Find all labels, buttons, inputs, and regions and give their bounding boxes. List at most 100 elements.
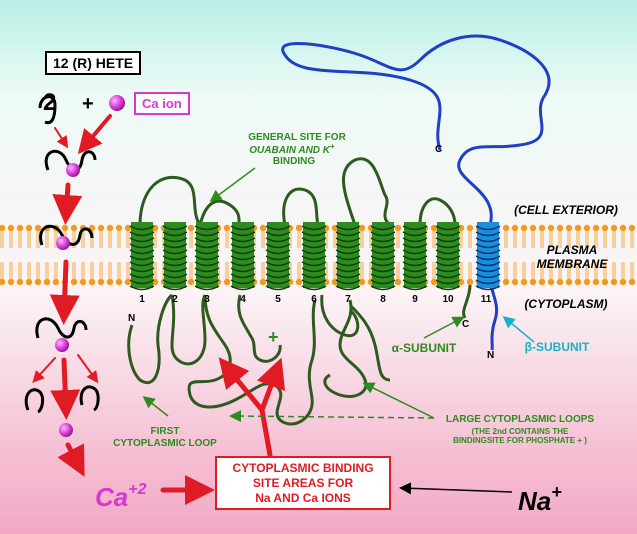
- helix-turn: [435, 237, 461, 243]
- phosphate-plus: +: [268, 327, 279, 347]
- helix-turn: [475, 231, 501, 237]
- helix-turn: [129, 267, 155, 273]
- helix-turn: [301, 261, 327, 267]
- helix-turn: [230, 243, 256, 249]
- helix-number-11: 11: [481, 294, 492, 305]
- ca-text: Ca: [95, 482, 128, 512]
- alpha-helix-5: [265, 222, 291, 291]
- lipid-head: [538, 224, 546, 232]
- alpha-helices: [129, 222, 461, 291]
- lipid-tail: [108, 231, 112, 248]
- helix-turn: [129, 237, 155, 243]
- lipid-tail: [531, 231, 535, 248]
- lipid-tail: [612, 262, 616, 279]
- helix-turn: [435, 255, 461, 261]
- helix-turn: [402, 285, 428, 291]
- lipid-tail: [36, 231, 40, 248]
- helix-turn: [194, 231, 220, 237]
- helix-number-2: 2: [172, 294, 178, 305]
- lipid-tail: [504, 231, 508, 248]
- helix-turn: [162, 279, 188, 285]
- helix-turn: [402, 237, 428, 243]
- helix-turn: [475, 273, 501, 279]
- helix-body: [477, 222, 499, 288]
- lipid-head: [34, 224, 42, 232]
- lipid-head: [529, 224, 537, 232]
- helix-number-5: 5: [275, 294, 281, 305]
- na-text: Na: [518, 486, 551, 516]
- helix-turn: [230, 273, 256, 279]
- lipid-tail: [261, 262, 265, 279]
- alpha-helix-1: [129, 222, 155, 291]
- helix-turn: [129, 243, 155, 249]
- helix-turn: [335, 225, 361, 231]
- lipid-head: [502, 278, 510, 286]
- lipid-head: [556, 224, 564, 232]
- general-site-line2-text: OUABAIN AND K: [249, 145, 331, 156]
- lipid-head: [88, 278, 96, 286]
- lipid-head: [7, 278, 15, 286]
- helix-turn: [162, 267, 188, 273]
- ca-charge: +2: [128, 481, 146, 498]
- helix-turn: [475, 237, 501, 243]
- lipid-head: [538, 278, 546, 286]
- lipid-tail: [576, 262, 580, 279]
- helix-turn: [435, 249, 461, 255]
- helix-turn: [194, 261, 220, 267]
- helix-turn: [301, 231, 327, 237]
- lipid-head: [16, 278, 24, 286]
- lipid-tail: [630, 231, 634, 248]
- lipid-head: [619, 224, 627, 232]
- lipid-head: [79, 278, 87, 286]
- helix-turn: [194, 255, 220, 261]
- helix-turn: [265, 267, 291, 273]
- helix-turn: [162, 285, 188, 291]
- lipid-tail: [432, 231, 436, 248]
- helix-turn: [402, 225, 428, 231]
- lipid-head: [628, 224, 636, 232]
- first-loop-line2: CYTOPLASMIC LOOP: [113, 438, 217, 449]
- lipid-tail: [549, 262, 553, 279]
- helix-turn: [475, 279, 501, 285]
- label-pointers: [142, 167, 465, 423]
- helix-body: [372, 222, 394, 288]
- lipid-head: [295, 224, 303, 232]
- beta-subunit-label: β-SUBUNIT: [525, 340, 590, 354]
- helix-turn: [162, 231, 188, 237]
- helix-turn: [435, 285, 461, 291]
- helix-body: [267, 222, 289, 288]
- helix-turn: [402, 243, 428, 249]
- beta-pointer: [502, 316, 535, 343]
- lipid-tail: [396, 231, 400, 248]
- lipid-head: [511, 224, 519, 232]
- helix-body: [437, 222, 459, 288]
- lipid-head: [16, 224, 24, 232]
- helix-turn: [475, 225, 501, 231]
- helix-turn: [335, 285, 361, 291]
- lipid-tail: [522, 231, 526, 248]
- lipid-head: [430, 278, 438, 286]
- helix-turn: [402, 231, 428, 237]
- lipid-tail: [585, 231, 589, 248]
- lipid-head: [520, 224, 528, 232]
- lipid-head: [34, 278, 42, 286]
- helix-turn: [301, 225, 327, 231]
- helix-turn: [435, 225, 461, 231]
- lipid-tail: [27, 231, 31, 248]
- helix-turn: [370, 267, 396, 273]
- lipid-tail: [603, 231, 607, 248]
- helix-turn: [370, 237, 396, 243]
- lipid-head: [70, 224, 78, 232]
- cytoplasm-label: (CYTOPLASM): [524, 297, 607, 311]
- lipid-tail: [126, 231, 130, 248]
- helix-turn: [129, 231, 155, 237]
- lipid-head: [7, 224, 15, 232]
- lipid-head: [511, 278, 519, 286]
- lipid-tail: [513, 262, 517, 279]
- lipid-tail: [27, 262, 31, 279]
- lipid-tail: [459, 262, 463, 279]
- helix-turn: [301, 267, 327, 273]
- helix-turn: [265, 243, 291, 249]
- lipid-head: [115, 224, 123, 232]
